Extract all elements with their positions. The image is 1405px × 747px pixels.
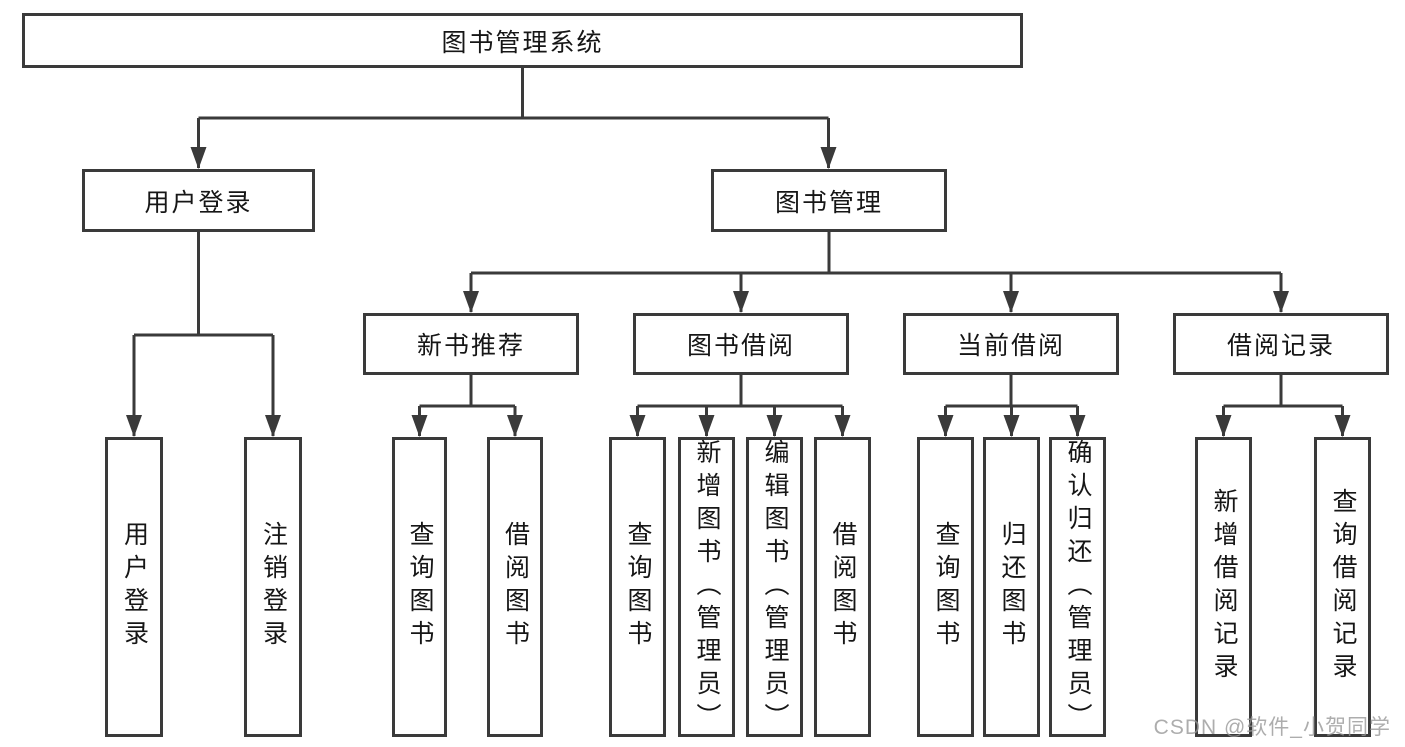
node-label: 新书推荐 [416, 332, 525, 360]
node-label: 查询借阅记录 [1329, 488, 1357, 686]
node-label: 借阅记录 [1226, 332, 1335, 360]
node-label: 用户登录 [120, 521, 149, 653]
leaf-edit-book-admin: 编辑图书（管理员） [746, 437, 803, 737]
leaf-borrow-book: 借阅图书 [814, 437, 871, 737]
node-label: 新增图书（管理员） [693, 438, 721, 736]
node-label: 图书管理 [774, 188, 883, 217]
leaf-add-book-admin: 新增图书（管理员） [678, 437, 735, 737]
leaf-borrow-book-recommendation: 借阅图书 [487, 437, 543, 737]
node-book-management: 图书管理 [711, 169, 947, 232]
node-label: 归还图书 [998, 521, 1026, 653]
leaf-query-borrow-record: 查询借阅记录 [1314, 437, 1371, 737]
node-label: 新增借阅记录 [1210, 488, 1238, 686]
node-label: 当前借阅 [956, 332, 1065, 360]
node-borrowing-records: 借阅记录 [1173, 313, 1389, 375]
leaf-confirm-return-admin: 确认归还（管理员） [1049, 437, 1106, 737]
node-user-login: 用户登录 [82, 169, 315, 232]
leaf-query-book-current: 查询图书 [917, 437, 974, 737]
node-label: 借阅图书 [829, 521, 857, 653]
node-label: 用户登录 [144, 188, 253, 217]
leaf-query-book-borrowing: 查询图书 [609, 437, 666, 737]
node-label: 确认归还（管理员） [1064, 438, 1092, 736]
node-label: 注销登录 [259, 521, 288, 653]
csdn-watermark: CSDN @软件_小贺同学 [1153, 716, 1391, 739]
node-label: 图书管理系统 [441, 28, 604, 57]
node-label: 借阅图书 [501, 521, 530, 653]
node-label: 查询图书 [932, 521, 960, 653]
node-root-library-management-system: 图书管理系统 [22, 13, 1023, 68]
leaf-user-login: 用户登录 [105, 437, 163, 737]
node-label: 查询图书 [406, 521, 434, 653]
leaf-query-book-recommendation: 查询图书 [392, 437, 447, 737]
node-label: 查询图书 [624, 521, 652, 653]
node-new-book-recommendation: 新书推荐 [363, 313, 579, 375]
node-label: 编辑图书（管理员） [761, 438, 789, 736]
node-current-borrowing: 当前借阅 [903, 313, 1119, 375]
leaf-return-book: 归还图书 [983, 437, 1040, 737]
leaf-logout: 注销登录 [244, 437, 302, 737]
leaf-add-borrow-record: 新增借阅记录 [1195, 437, 1252, 737]
node-book-borrowing: 图书借阅 [633, 313, 849, 375]
node-label: 图书借阅 [686, 332, 795, 360]
